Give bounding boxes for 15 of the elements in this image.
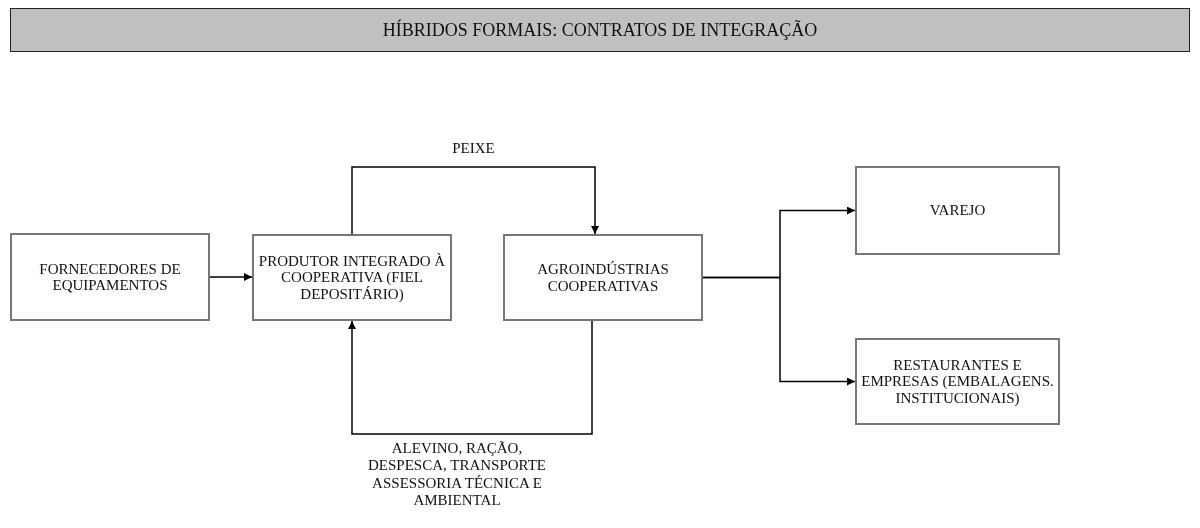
box-label: FORNECEDORES DE EQUIPAMENTOS: [38, 260, 182, 294]
title-banner: HÍBRIDOS FORMAIS: CONTRATOS DE INTEGRAÇÃO: [10, 8, 1190, 52]
arrow: [209, 273, 253, 281]
process-box: [855, 338, 1060, 425]
process-box: [855, 166, 1060, 255]
box-label: AGROINDÚSTRIAS COOPERATIVAS: [536, 261, 670, 294]
box-label: VAREJO: [929, 202, 986, 219]
arrow: [348, 320, 593, 435]
box-label: PRODUTOR INTEGRADO À COOPERATIVA (FIEL DEPOSITÁRIO): [257, 252, 447, 303]
arrow: [702, 276, 856, 386]
arrow: [351, 166, 599, 235]
process-box: [252, 234, 452, 321]
process-box: [10, 233, 210, 321]
process-box: [503, 234, 703, 321]
box-label: RESTAURANTES E EMPRESAS (EMBALAGENS. INSTITUCIONAIS): [860, 356, 1055, 407]
